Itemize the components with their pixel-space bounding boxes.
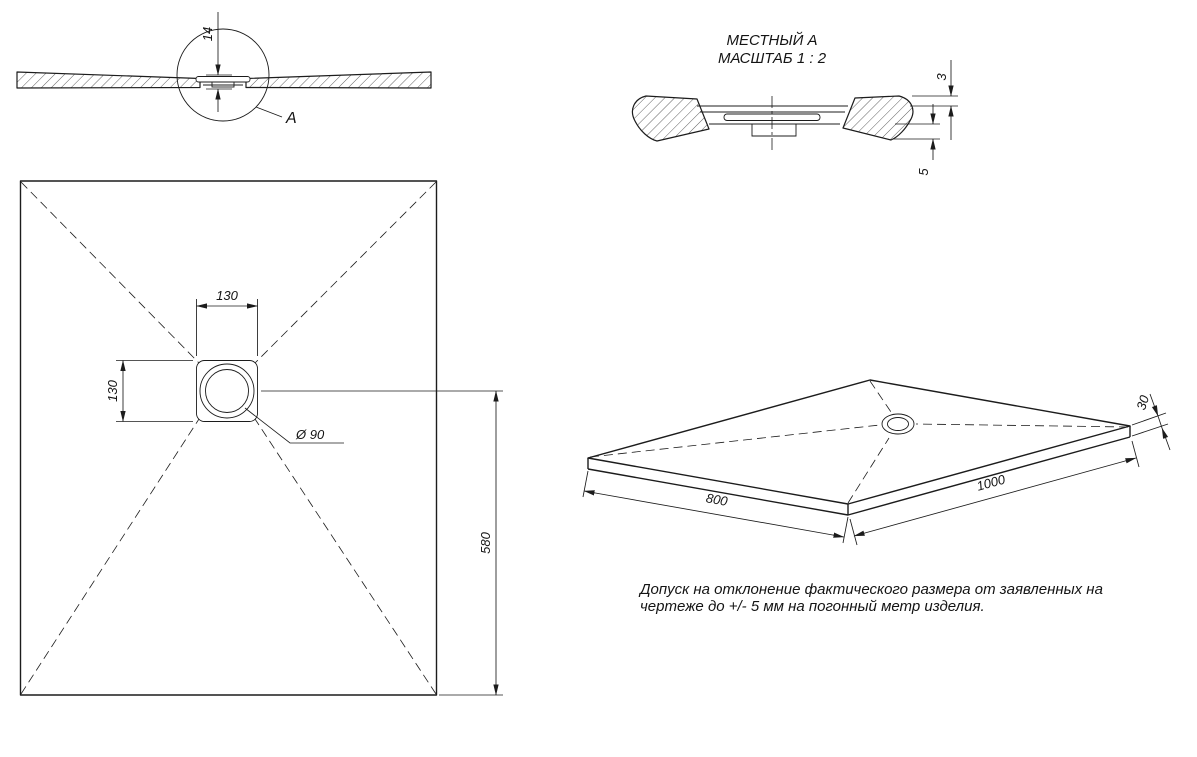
detail-mark-label: A — [285, 110, 297, 127]
detail-view: МЕСТНЫЙ А МАСШТАБ 1 : 2 3 5 — [631, 31, 958, 176]
dim-130-vertical: 130 — [105, 360, 193, 422]
detail-circle-marker: A — [176, 28, 297, 127]
dim-30: 30 — [1131, 393, 1171, 451]
dim-diameter-90-text: Ø 90 — [295, 427, 325, 442]
dim-130-v-text: 130 — [105, 379, 120, 401]
detail-geometry — [631, 95, 914, 152]
dim-diameter-90: Ø 90 — [244, 407, 344, 444]
detail-title-line1: МЕСТНЫЙ А — [726, 31, 817, 49]
dim-800-text: 800 — [705, 490, 730, 509]
dim-14-text: 14 — [200, 27, 215, 41]
dim-5: 5 — [893, 104, 940, 176]
dim-3: 3 — [910, 60, 958, 140]
dim-14: 14 — [200, 12, 232, 112]
dim-800: 800 — [582, 470, 849, 544]
detail-title-line2: МАСШТАБ 1 : 2 — [718, 50, 827, 67]
tolerance-note-line2: чертеже до +/- 5 мм на погонный метр изд… — [640, 598, 985, 615]
dim-30-text: 30 — [1133, 393, 1152, 412]
drain-plan — [196, 360, 258, 422]
section-view: A 14 — [16, 12, 432, 127]
dim-1000-text: 1000 — [975, 471, 1008, 493]
dim-580-text: 580 — [478, 531, 493, 553]
plan-view: 130 130 Ø 90 580 — [19, 180, 503, 696]
slope-diagonals — [20, 181, 437, 695]
dim-130-horizontal: 130 — [196, 288, 258, 356]
iso-drain — [881, 413, 915, 435]
section-profile — [16, 71, 432, 89]
iso-slope-diagonals — [589, 380, 1129, 504]
iso-body — [587, 379, 1131, 516]
dim-1000: 1000 — [849, 440, 1140, 546]
dim-3-text: 3 — [934, 73, 949, 81]
dim-130-h-text: 130 — [216, 288, 238, 303]
tray-outline — [19, 180, 438, 696]
iso-view: 800 1000 30 — [582, 379, 1171, 546]
tolerance-note-line1: Допуск на отклонение фактического размер… — [638, 581, 1103, 598]
dim-580: 580 — [261, 390, 503, 696]
tolerance-note: Допуск на отклонение фактического размер… — [638, 581, 1103, 615]
dim-5-text: 5 — [916, 168, 931, 176]
